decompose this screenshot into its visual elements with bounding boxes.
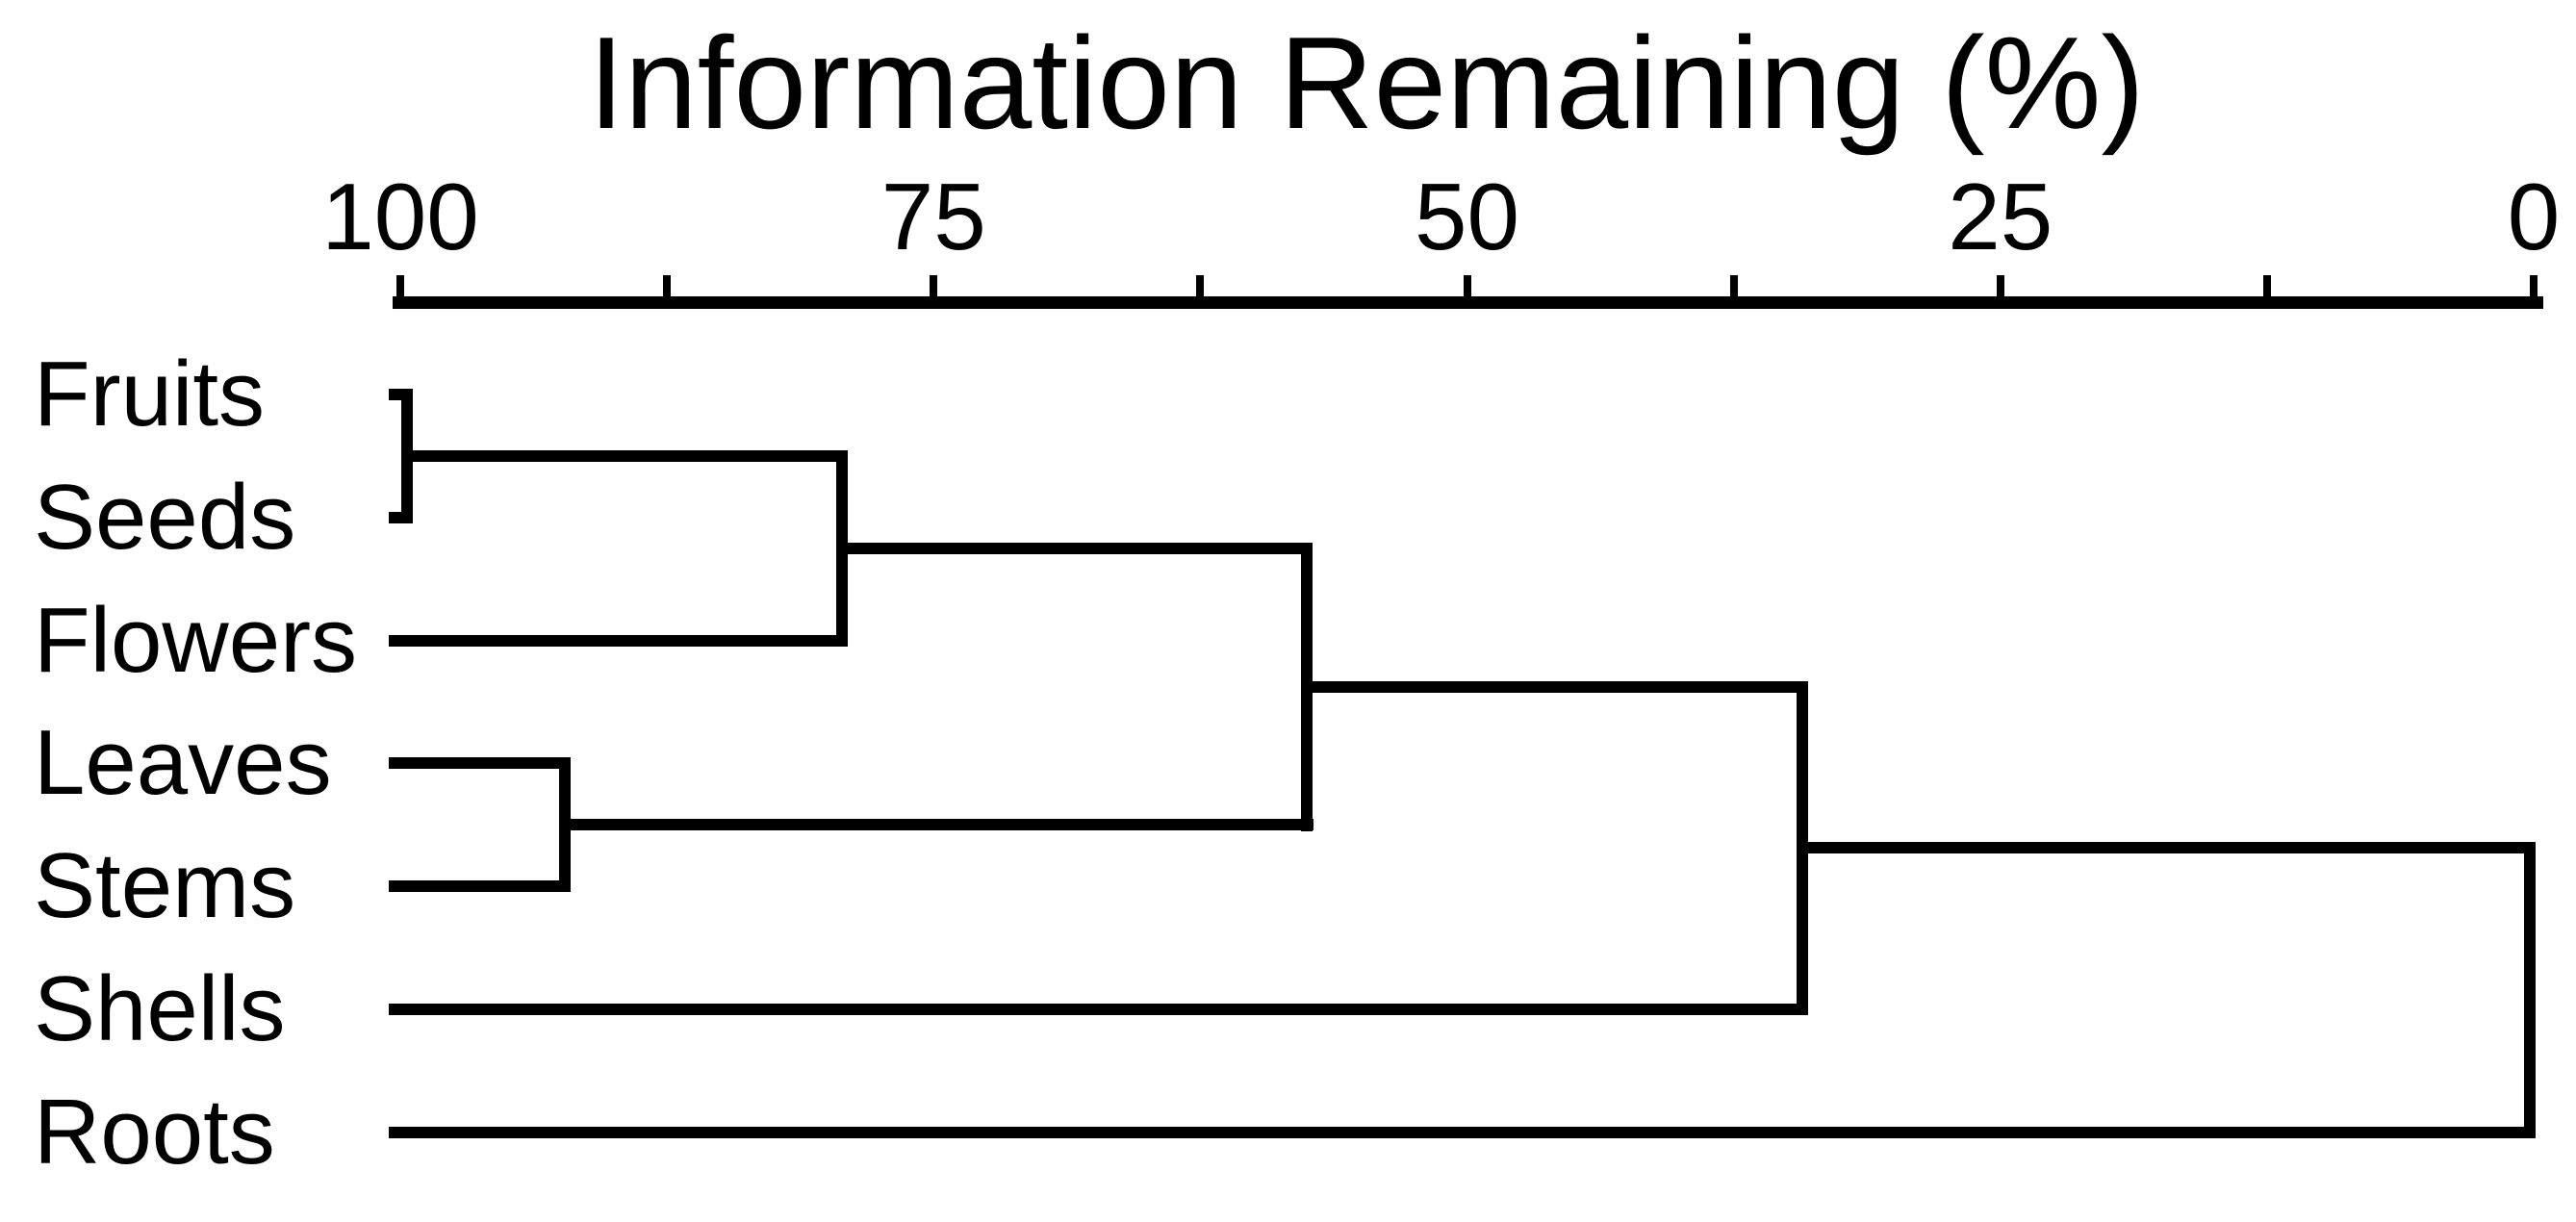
axis-tick: [1464, 275, 1471, 309]
axis-tick: [2263, 275, 2271, 309]
branch-line: [1301, 681, 1807, 693]
leaf-label-seeds: Seeds: [34, 465, 296, 569]
leaf-label-fruits: Fruits: [34, 343, 265, 446]
axis-tick-label: 25: [1948, 164, 2053, 269]
branch-line: [836, 543, 1313, 554]
axis-tick: [396, 275, 404, 309]
leaf-label-stems: Stems: [34, 834, 296, 938]
axis-tick: [2530, 275, 2538, 309]
branch-line: [389, 1004, 1808, 1015]
branch-line: [1797, 842, 2536, 853]
leaf-label-shells: Shells: [34, 957, 286, 1060]
axis-tick-label: 50: [1414, 164, 1520, 269]
branch-line: [401, 450, 848, 462]
branch-line: [389, 880, 571, 892]
merge-connector: [2524, 842, 2536, 1138]
chart-title: Information Remaining (%): [588, 10, 2145, 156]
axis-tick: [1730, 275, 1738, 309]
branch-line: [559, 819, 1314, 830]
axis-tick-label: 100: [321, 164, 479, 269]
axis-tick-label: 0: [2507, 164, 2561, 269]
axis-tick: [663, 275, 671, 309]
leaf-label-roots: Roots: [34, 1080, 275, 1184]
axis-tick: [930, 275, 937, 309]
branch-line: [389, 635, 848, 647]
leaf-label-leaves: Leaves: [34, 711, 332, 815]
leaf-label-flowers: Flowers: [34, 588, 358, 692]
axis-tick: [1196, 275, 1204, 309]
axis-tick: [1997, 275, 2004, 309]
axis-tick-label: 75: [880, 164, 986, 269]
branch-line: [389, 1127, 2536, 1138]
branch-line: [389, 757, 571, 769]
